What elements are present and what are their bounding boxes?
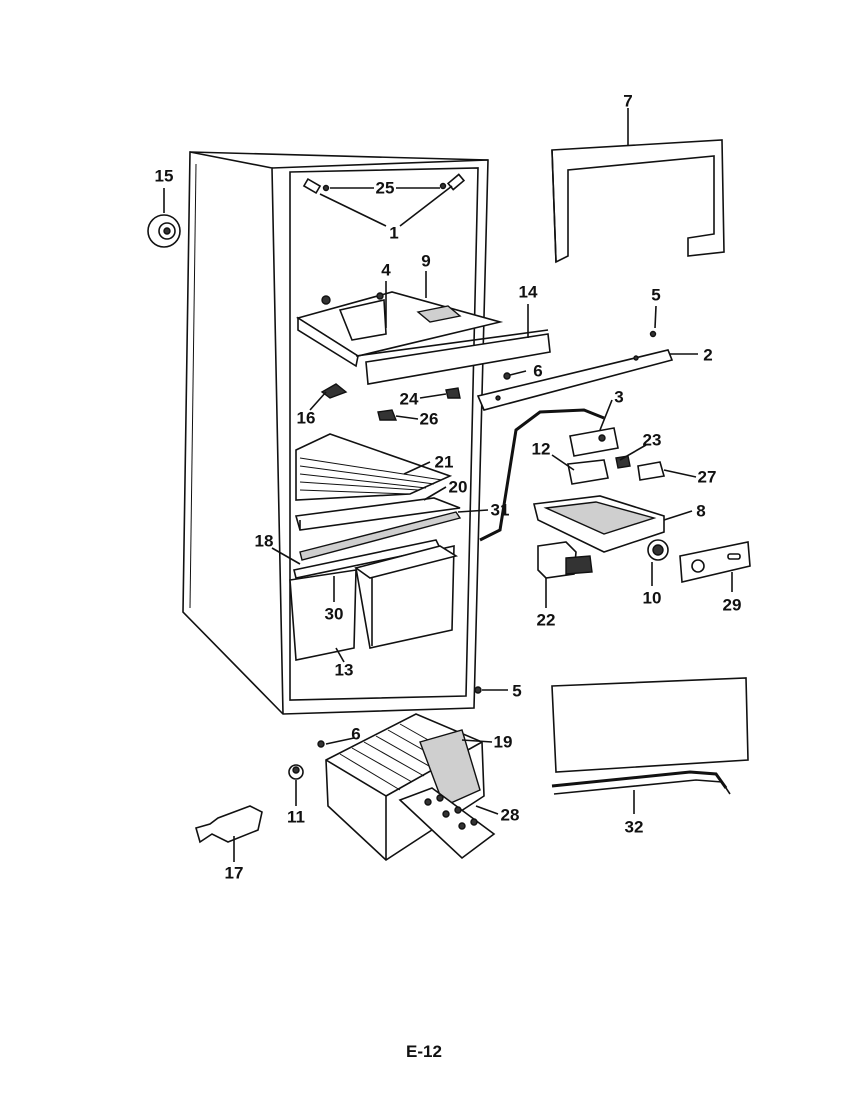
callout-25: 25 [376,179,395,198]
control-assembly [479,408,751,583]
freezer-shelf [296,291,504,368]
mullion-bar [476,349,674,411]
callout-17: 17 [225,864,244,883]
callout-5: 5 [651,286,660,305]
wire-shelf [295,433,453,501]
callout-9: 9 [421,252,430,271]
callout-18: 18 [255,532,274,551]
callout-3: 3 [614,388,623,407]
callout-21: 21 [435,453,454,472]
callout-26: 26 [420,410,439,429]
callout-28: 28 [501,806,520,825]
callout-1: 1 [389,224,398,243]
callout-12: 12 [532,440,551,459]
screws [317,330,657,748]
callout-15: 15 [155,167,174,186]
callout-5-lower: 5 [512,682,521,701]
callout-14: 14 [519,283,538,302]
callout-22: 22 [537,611,556,630]
evaporator [325,713,496,862]
callout-7: 7 [623,92,632,111]
callout-30: 30 [325,605,344,624]
callout-31: 31 [491,501,510,520]
callout-20: 20 [449,478,468,497]
crispers [289,544,459,661]
callout-10: 10 [643,589,662,608]
callout-27: 27 [698,468,717,487]
callout-23: 23 [643,431,662,450]
callout-2: 2 [703,346,712,365]
door-frame [551,139,725,264]
callout-32: 32 [625,818,644,837]
callout-6: 6 [533,362,542,381]
small-brackets [320,383,461,421]
front-rail [355,329,551,385]
callout-11: 11 [287,808,305,827]
grommet [288,764,304,780]
glass-shelf [294,497,462,561]
callout-19: 19 [494,733,513,752]
glass-panel [551,677,749,795]
callout-8: 8 [696,502,705,521]
callout-4: 4 [381,261,391,280]
callout-16: 16 [297,409,316,428]
knob [147,214,181,248]
page-number: E-12 [406,1042,442,1061]
callout-29: 29 [723,596,742,615]
callout-13: 13 [335,661,354,680]
callout-labels: 15 25 1 7 4 9 14 5 2 6 3 16 24 26 23 12 … [155,92,742,883]
fish-bracket [195,805,263,844]
callout-6-lower: 6 [351,725,360,744]
leader-lines [163,108,733,862]
callout-24: 24 [400,390,419,409]
